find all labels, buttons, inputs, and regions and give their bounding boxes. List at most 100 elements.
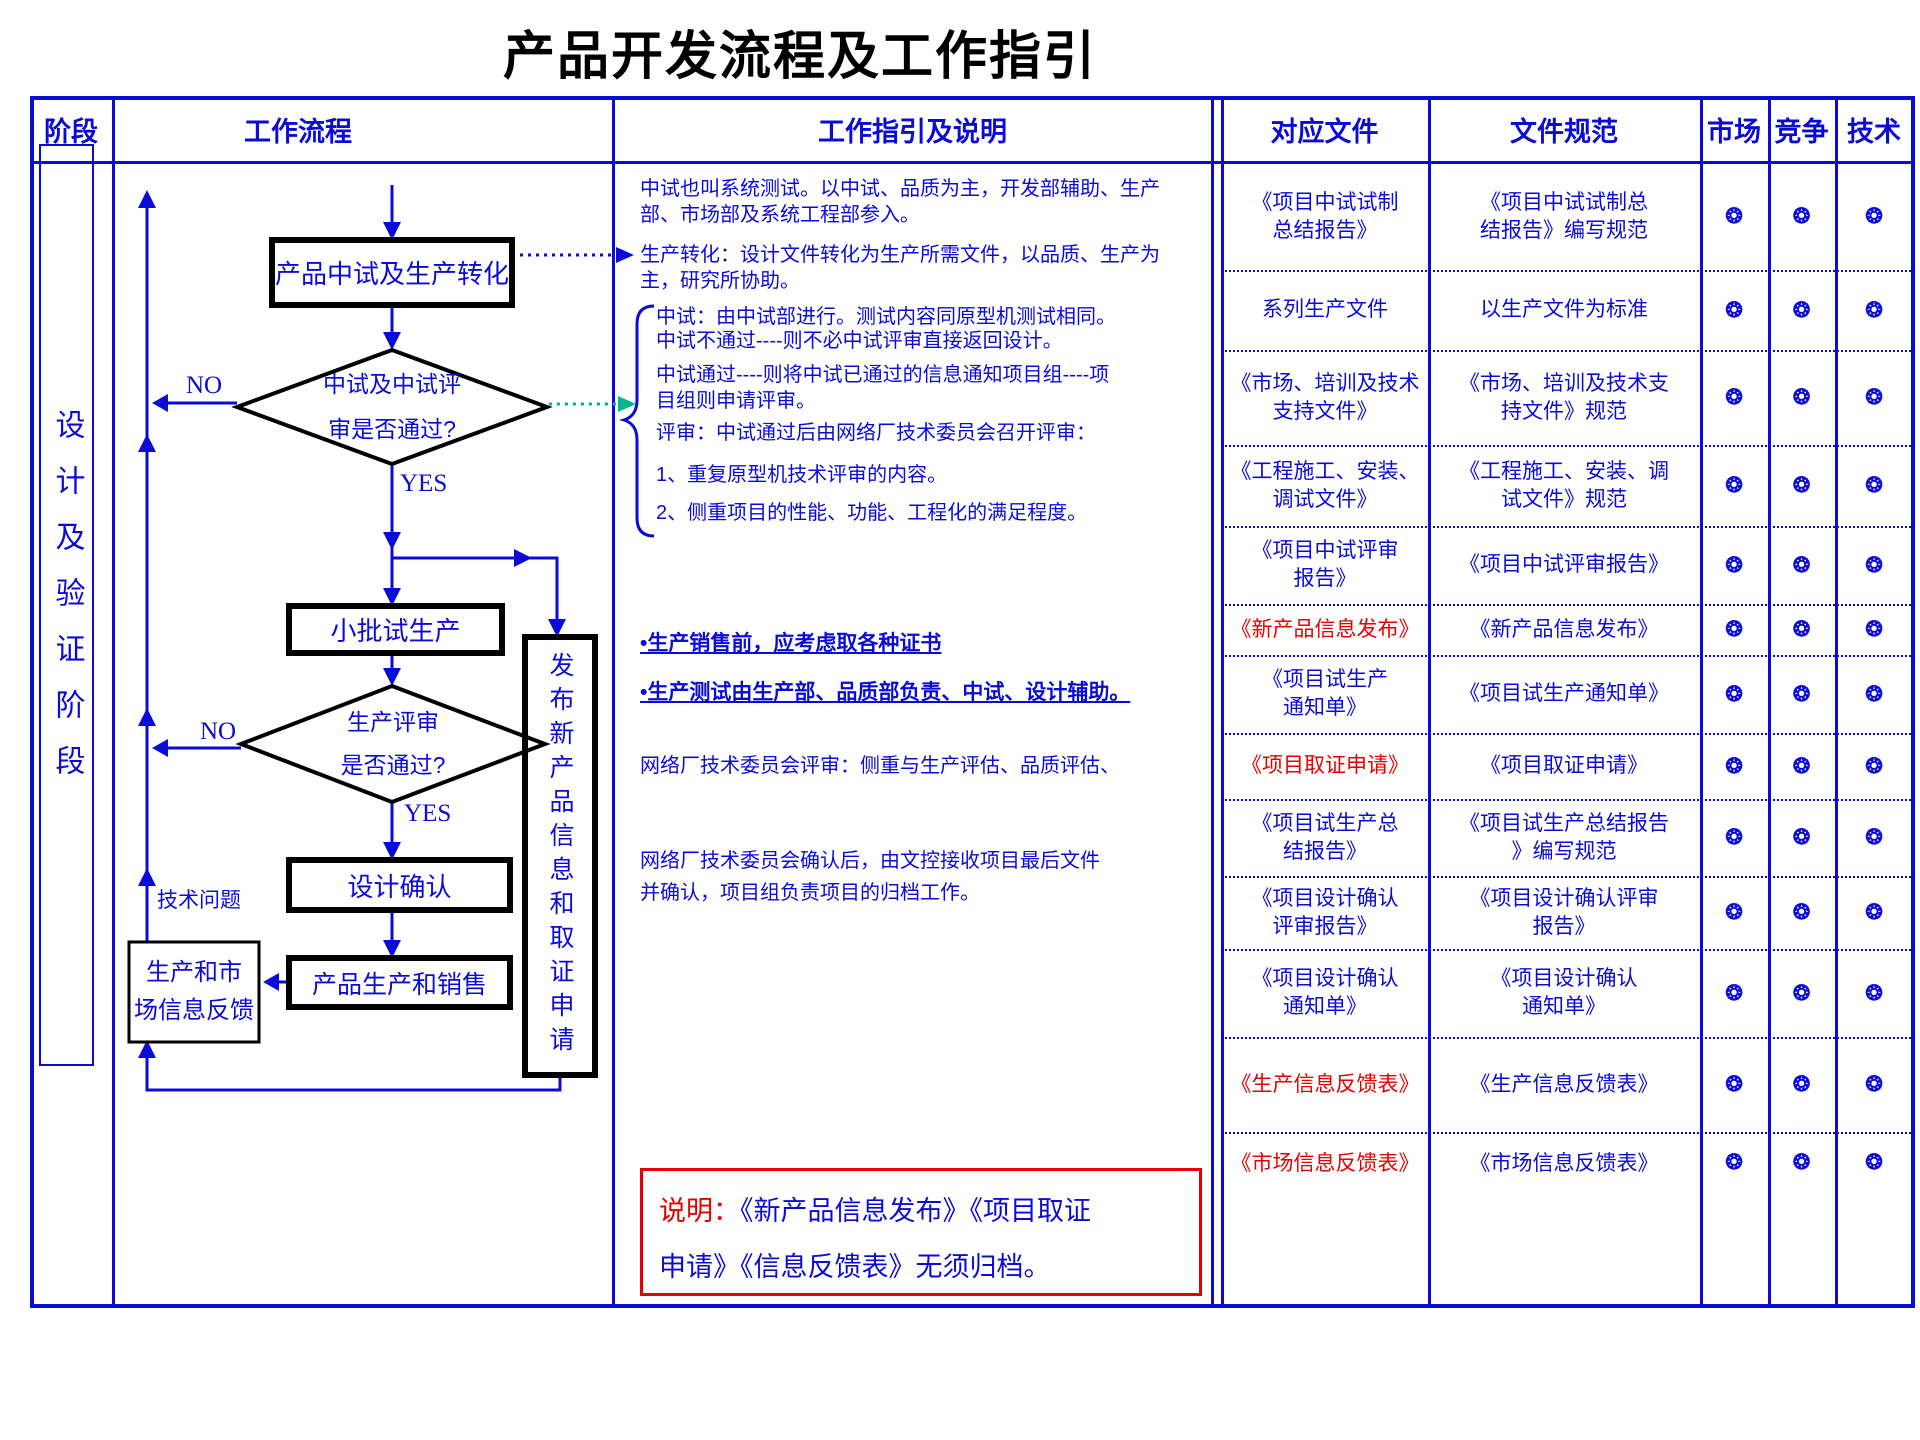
star-icon: ❂ — [1792, 1073, 1811, 1096]
col-divider-process — [612, 96, 615, 1304]
spec-cell: 《市场信息反馈表》 — [1469, 1152, 1659, 1175]
doc-cell: 《项目试生产 通知单》 — [1262, 668, 1388, 719]
col-divider-compete — [1835, 96, 1838, 1304]
col-divider-guide-b — [1221, 96, 1224, 1304]
star-icon: ❂ — [1725, 618, 1743, 641]
row-separator — [1221, 1037, 1911, 1039]
star-icon: ❂ — [1725, 981, 1743, 1005]
row-separator — [1221, 604, 1911, 606]
row-separator — [1221, 270, 1911, 272]
header-bottom-border — [30, 161, 1915, 164]
table-border-left — [30, 96, 34, 1308]
star-icon: ❂ — [1792, 618, 1811, 641]
page-title: 产品开发流程及工作指引 — [502, 28, 1097, 86]
col-divider-spec — [1700, 96, 1703, 1304]
row-separator — [1221, 799, 1911, 801]
guide-paragraph-transfer: 生产转化：设计文件转化为生产所需文件，以品质、生产为 主，研究所协助。 — [640, 244, 1160, 292]
star-icon: ❂ — [1725, 298, 1743, 322]
star-icon: ❂ — [1792, 901, 1811, 924]
stage-label: 设计及验证阶段 — [50, 409, 84, 801]
flow-box-design-confirm: 设计确认 — [347, 871, 452, 902]
star-icon: ❂ — [1792, 298, 1811, 322]
guide-paragraph-archive: 网络厂技术委员会确认后，由文控接收项目最后文件 并确认，项目组负责项目的归档工作… — [640, 850, 1100, 904]
spec-cell: 《工程施工、安装、调 试文件》规范 — [1459, 459, 1669, 511]
star-icon: ❂ — [1725, 754, 1743, 778]
star-icon: ❂ — [1865, 205, 1883, 228]
flow-box-release: 发布新产品信息和取证申请 — [546, 652, 574, 1060]
guide-item-point1: 1、重复原型机技术评审的内容。 — [656, 464, 948, 486]
spec-cell: 《生产信息反馈表》 — [1469, 1072, 1659, 1096]
spec-cell: 《项目设计确认评审 报告》 — [1469, 886, 1659, 938]
header-stage: 阶段 — [44, 117, 98, 147]
row-separator — [1221, 876, 1911, 878]
doc-cell: 《新产品信息发布》 — [1230, 617, 1420, 641]
star-icon: ❂ — [1792, 682, 1811, 706]
row-separator — [1221, 445, 1911, 447]
flow-box-produce-sell: 产品生产和销售 — [311, 970, 487, 999]
row-separator — [1221, 733, 1911, 735]
doc-cell: 《项目设计确认 评审报告》 — [1251, 886, 1399, 938]
star-icon: ❂ — [1865, 981, 1883, 1005]
guide-item-review: 评审：中试通过后由网络厂技术委员会召开评审： — [656, 422, 1096, 444]
note-text: 《新产品信息发布》《项目取证 申请》《信息反馈表》无须归档。 — [659, 1196, 1091, 1282]
header-guide: 工作指引及说明 — [818, 117, 1007, 147]
star-icon: ❂ — [1792, 474, 1811, 497]
row-separator — [1221, 350, 1911, 352]
star-icon: ❂ — [1792, 205, 1811, 228]
header-process: 工作流程 — [244, 117, 352, 147]
guide-paragraph-overview: 中试也叫系统测试。以中试、品质为主，开发部辅助、生产 部、市场部及系统工程部参入… — [640, 178, 1160, 226]
note-box: 说明：《新产品信息发布》《项目取证 申请》《信息反馈表》无须归档。 — [640, 1168, 1202, 1296]
flow-box-pilot-transfer: 产品中试及生产转化 — [274, 259, 509, 289]
stage-rect — [39, 144, 94, 1066]
star-icon: ❂ — [1792, 826, 1811, 849]
spec-cell: 《项目试生产通知单》 — [1459, 682, 1669, 705]
stage-label-wrap: 设计及验证阶段 — [40, 145, 93, 1065]
star-icon: ❂ — [1725, 901, 1743, 924]
star-icon: ❂ — [1792, 386, 1811, 409]
row-separator — [1221, 1132, 1911, 1134]
star-icon: ❂ — [1865, 1073, 1883, 1096]
spec-cell: 《项目取证申请》 — [1480, 754, 1648, 777]
flow-decision-production-review: 生产评审 是否通过? — [340, 709, 446, 778]
col-divider-guide-a — [1211, 96, 1214, 1304]
star-icon: ❂ — [1725, 386, 1743, 409]
star-icon: ❂ — [1865, 682, 1883, 706]
doc-cell: 《项目取证申请》 — [1241, 754, 1409, 777]
doc-cell: 《项目设计确认 通知单》 — [1251, 967, 1399, 1018]
guide-paragraph-committee-review: 网络厂技术委员会评审：侧重与生产评估、品质评估、 — [640, 755, 1120, 777]
star-icon: ❂ — [1725, 682, 1743, 706]
doc-cell: 系列生产文件 — [1262, 298, 1388, 321]
star-icon: ❂ — [1792, 754, 1811, 778]
col-divider-stage — [112, 96, 115, 1304]
star-icon: ❂ — [1725, 553, 1743, 577]
header-market: 市场 — [1707, 117, 1761, 147]
doc-cell: 《工程施工、安装、 调试文件》 — [1230, 459, 1420, 511]
star-icon: ❂ — [1792, 553, 1811, 577]
spec-cell: 《项目中试评审报告》 — [1459, 553, 1669, 576]
guide-item-pass: 中试通过----则将中试已通过的信息通知项目组----项 目组则申请评审。 — [656, 364, 1110, 412]
spec-cell: 《市场、培训及技术支 持文件》规范 — [1459, 371, 1669, 423]
col-divider-docs — [1428, 96, 1431, 1304]
star-icon: ❂ — [1865, 1151, 1883, 1174]
group-brace — [618, 304, 655, 538]
star-icon: ❂ — [1865, 298, 1883, 322]
yes-label-1: YES — [400, 470, 448, 497]
star-icon: ❂ — [1865, 618, 1883, 641]
doc-cell: 《生产信息反馈表》 — [1230, 1072, 1420, 1096]
no-label-1: NO — [186, 372, 223, 399]
spec-cell: 以生产文件为标准 — [1480, 298, 1648, 321]
star-icon: ❂ — [1865, 901, 1883, 924]
star-icon: ❂ — [1792, 981, 1811, 1005]
flow-decision-pilot-review: 中试及中试评 审是否通过? — [323, 371, 461, 442]
doc-cell: 《项目试生产总 结报告》 — [1251, 811, 1399, 863]
table-border-top — [30, 96, 1915, 100]
row-separator — [1221, 526, 1911, 528]
flow-box-feedback: 生产和市 场信息反馈 — [134, 959, 254, 1024]
table-border-bottom — [30, 1304, 1915, 1308]
star-icon: ❂ — [1865, 474, 1883, 497]
star-icon: ❂ — [1725, 205, 1743, 228]
col-divider-market — [1768, 96, 1771, 1304]
row-separator — [1221, 949, 1911, 951]
